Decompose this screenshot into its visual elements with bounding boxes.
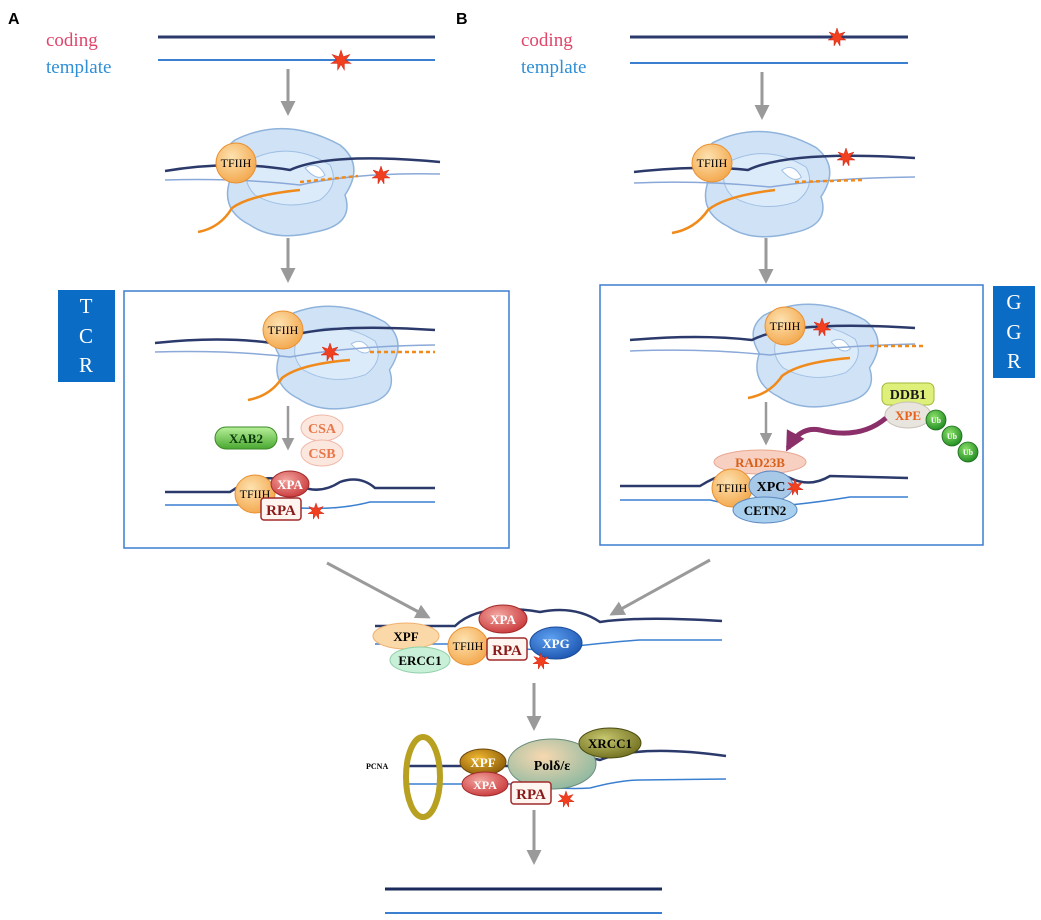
ggr-letter-g2: G bbox=[1006, 320, 1021, 344]
template-label-a: template bbox=[46, 57, 111, 78]
coding-label-a: coding bbox=[46, 30, 98, 51]
ubiquitin-chain: Ub Ub Ub bbox=[925, 409, 979, 463]
xpc-label: XPC bbox=[757, 480, 786, 495]
ggr-pathway-frame bbox=[599, 284, 984, 546]
polymerase-label: Polδ/ε bbox=[534, 759, 571, 774]
xpf-label: XPF bbox=[393, 629, 418, 644]
pcna-clamp bbox=[403, 734, 443, 820]
xpf-label: XPF bbox=[470, 755, 495, 770]
xpg-label: XPG bbox=[542, 636, 569, 651]
incision-complex: XPF ERCC1 TFIIH XPA RPA XPG bbox=[372, 604, 723, 674]
ggr-letter-g1: G bbox=[1006, 290, 1021, 314]
tcr-letter-c: C bbox=[79, 324, 93, 348]
flow-arrow bbox=[326, 561, 431, 619]
tcr-letter-r: R bbox=[79, 353, 93, 377]
tcr-pathway-frame bbox=[123, 290, 510, 549]
xab2-label: XAB2 bbox=[229, 431, 263, 446]
ub-label: Ub bbox=[931, 416, 942, 425]
ggr-letter-r: R bbox=[1007, 349, 1021, 373]
panel-letter-b: B bbox=[456, 11, 468, 28]
tfiih-label: TFIIH bbox=[221, 156, 252, 170]
ggr-recognition-complex: RAD23B TFIIH XPC CETN2 bbox=[620, 449, 909, 524]
xpe-label: XPE bbox=[895, 408, 921, 423]
csb-label: CSB bbox=[308, 447, 335, 462]
panel-letter-a: A bbox=[8, 11, 20, 28]
rna-polymerase-complex-a1: TFIIH bbox=[164, 127, 441, 237]
rna-polymerase-complex-b2: TFIIH bbox=[629, 303, 925, 408]
tfiih-label: TFIIH bbox=[453, 639, 484, 653]
rna-polymerase-complex-b1: TFIIH bbox=[633, 130, 916, 238]
tcr-incision-complex: TFIIH XPA RPA bbox=[165, 470, 435, 521]
xpa-label: XPA bbox=[490, 612, 516, 627]
tfiih-label: TFIIH bbox=[268, 323, 299, 337]
rad23b-label: RAD23B bbox=[735, 455, 785, 470]
ddb1-label: DDB1 bbox=[890, 388, 927, 403]
xpa-label: XPA bbox=[473, 778, 497, 792]
tcr-label-box bbox=[58, 290, 115, 382]
repair-synthesis-complex: PCNA XPF XPA Polδ/ε XRCC1 RPA bbox=[366, 727, 727, 820]
rna-polymerase-complex-a2: TFIIH bbox=[154, 305, 436, 410]
recruitment-arrow bbox=[785, 416, 888, 452]
dna-lesion-icon bbox=[307, 502, 325, 520]
rpa-label: RPA bbox=[492, 643, 522, 659]
tcr-letter-t: T bbox=[80, 294, 93, 318]
template-label-b: template bbox=[521, 57, 586, 78]
tfiih-label: TFIIH bbox=[697, 156, 728, 170]
ggr-label-box bbox=[993, 286, 1035, 378]
xrcc1-label: XRCC1 bbox=[588, 736, 632, 751]
rpa-label: RPA bbox=[516, 787, 546, 803]
rpa-label: RPA bbox=[266, 503, 296, 519]
dna-lesion-icon bbox=[557, 790, 575, 808]
cetn2-label: CETN2 bbox=[744, 503, 787, 518]
xpa-label: XPA bbox=[277, 477, 303, 492]
pcna-label: PCNA bbox=[366, 762, 388, 771]
ub-label: Ub bbox=[963, 448, 974, 457]
tfiih-label: TFIIH bbox=[770, 319, 801, 333]
flow-arrow bbox=[609, 558, 711, 616]
ercc1-label: ERCC1 bbox=[398, 653, 441, 668]
ub-label: Ub bbox=[947, 432, 958, 441]
tfiih-label: TFIIH bbox=[717, 481, 748, 495]
csa-label: CSA bbox=[308, 422, 337, 437]
coding-label-b: coding bbox=[521, 30, 573, 51]
csb-protein bbox=[300, 439, 344, 467]
xab2-protein bbox=[214, 426, 278, 450]
